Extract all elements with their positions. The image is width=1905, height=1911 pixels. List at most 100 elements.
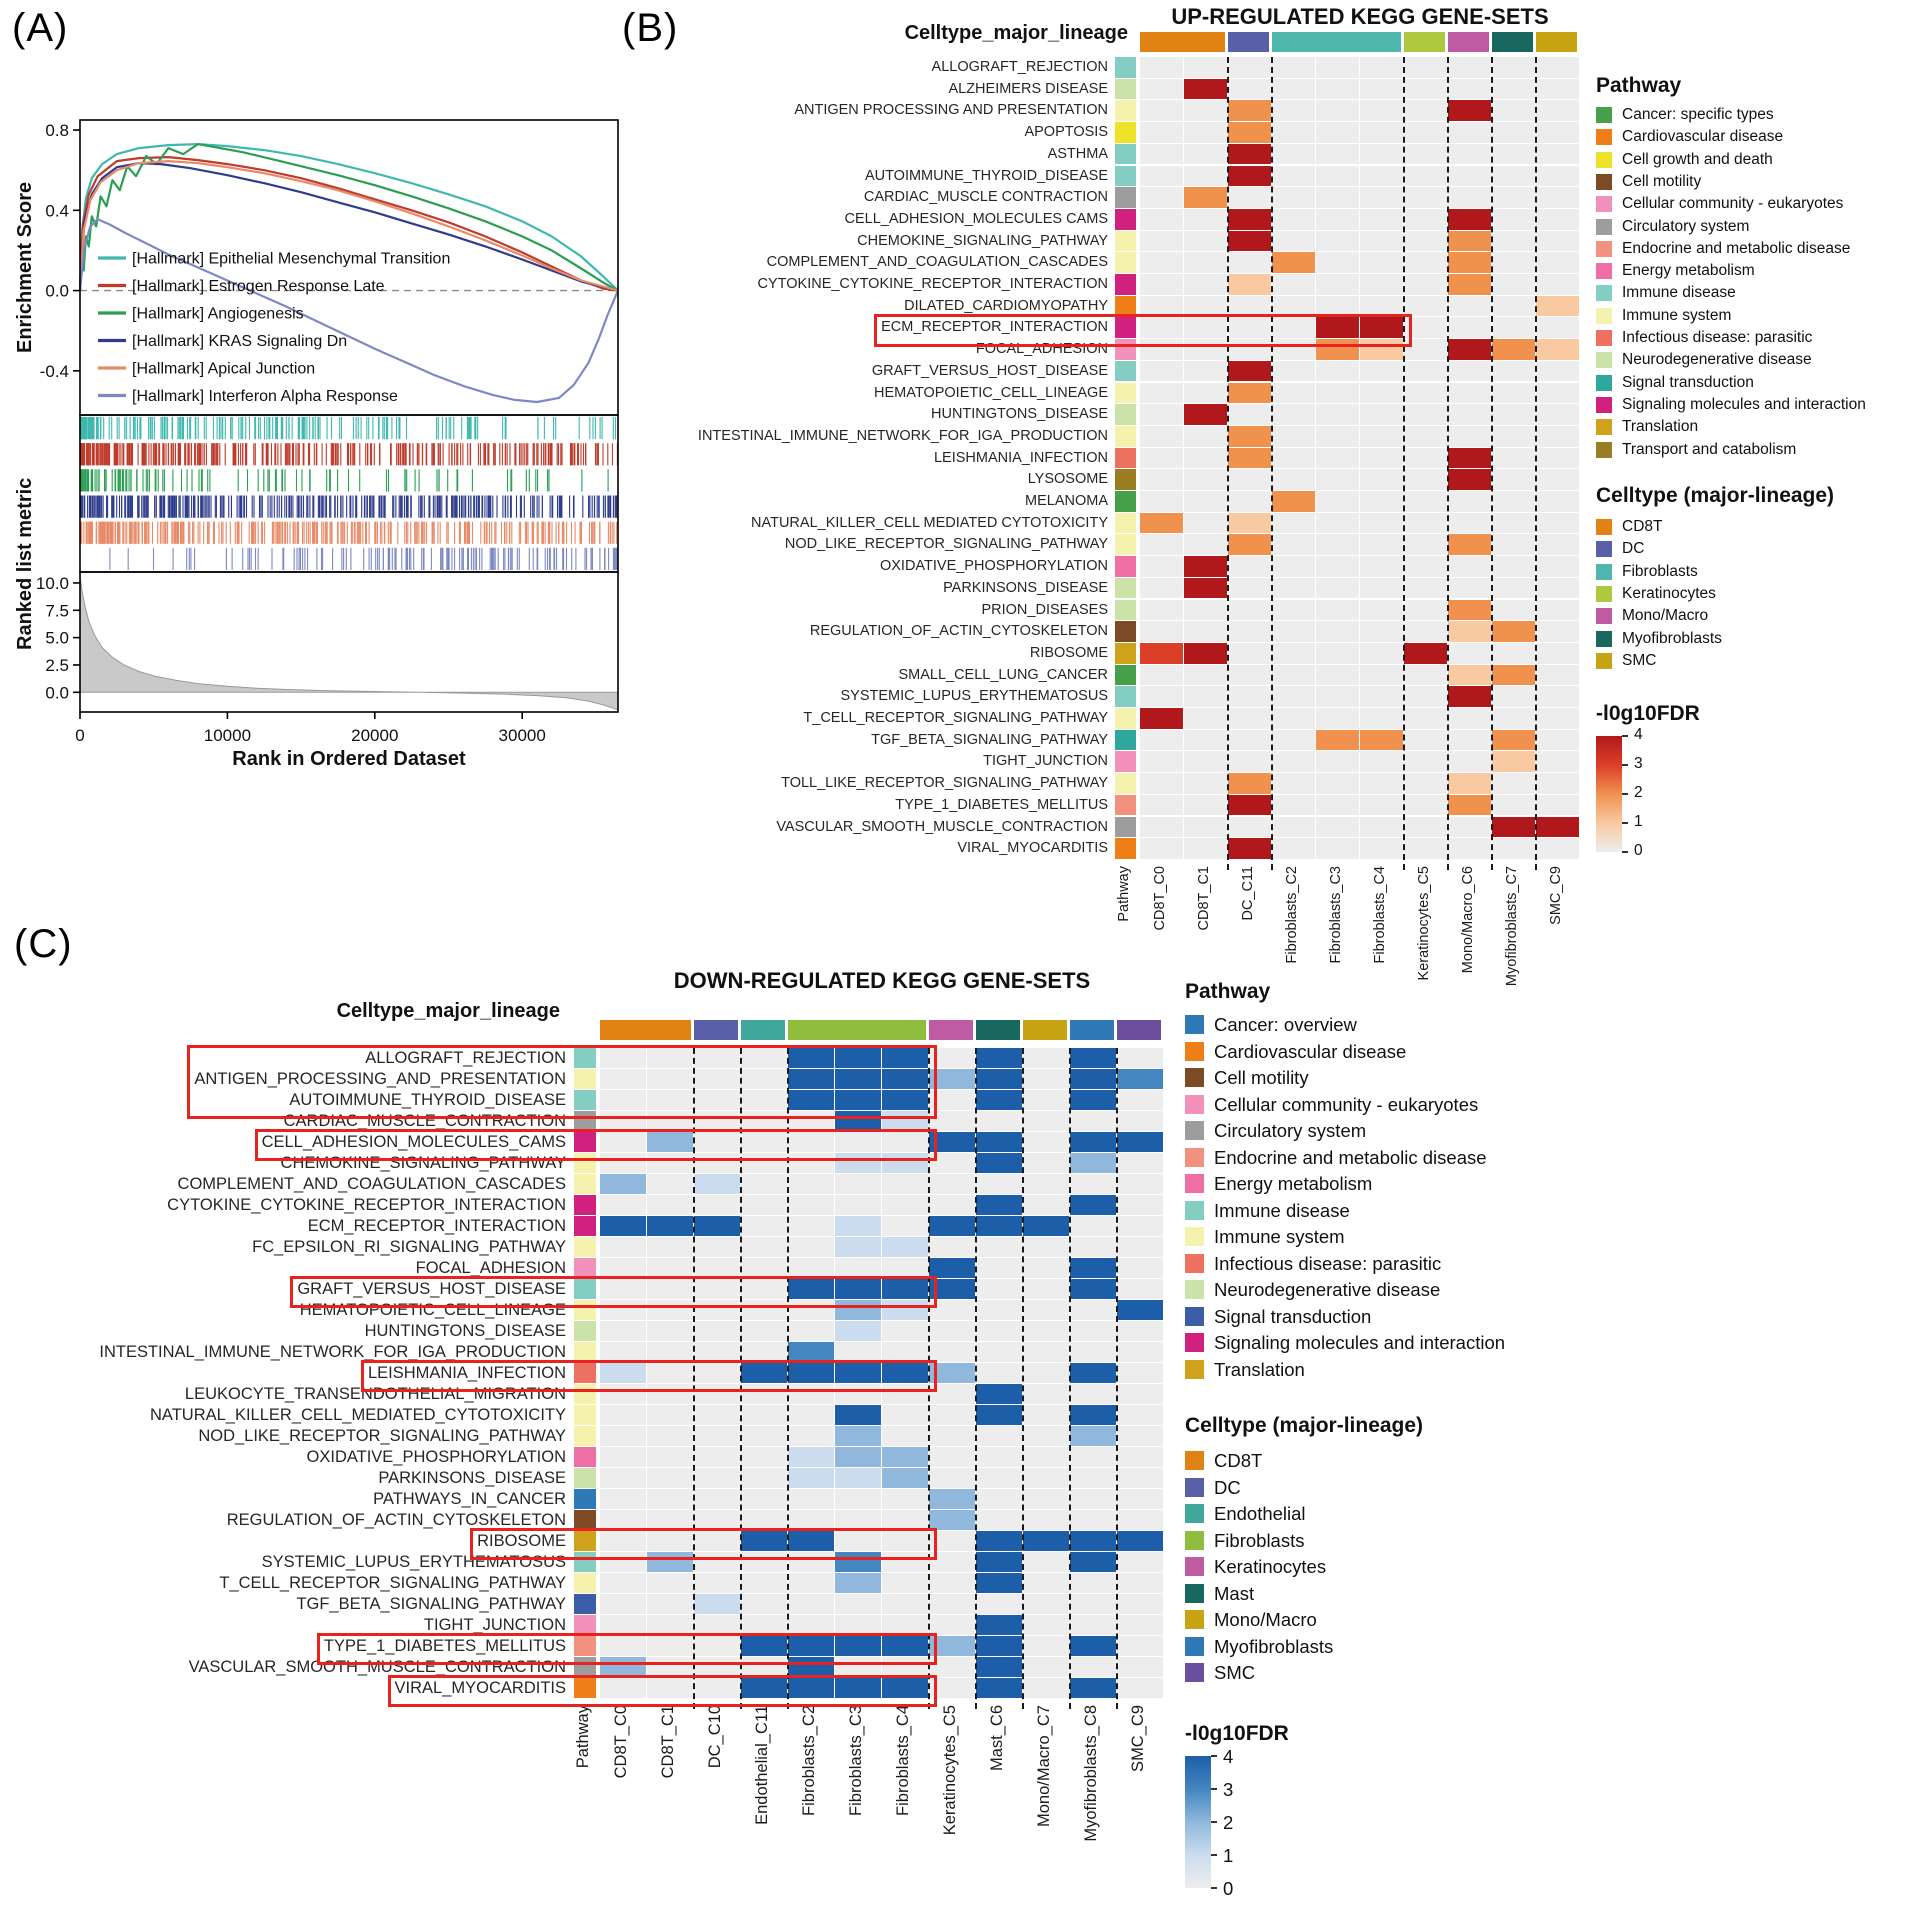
heatmap-cell [929, 1237, 975, 1257]
legend-label: Mast [1214, 1582, 1255, 1604]
heatmap-cell [1360, 382, 1403, 404]
heatmap-cell [1117, 1678, 1163, 1698]
heatmap-cell [1117, 1279, 1163, 1299]
row-label: OXIDATIVE_PHOSPHORYLATION [0, 556, 1108, 578]
heatmap-cell [1023, 1321, 1069, 1341]
fdr-gradient-bar [1596, 736, 1622, 852]
pathway-strip-cell [1115, 642, 1136, 664]
heatmap-cell [882, 1426, 928, 1446]
heatmap-cell [741, 1468, 787, 1488]
heatmap-cell [882, 1195, 928, 1215]
es-curve [78, 156, 619, 292]
heatmap-cell [1023, 1216, 1069, 1236]
heatmap-cell [1228, 599, 1271, 621]
heatmap-cell [741, 1174, 787, 1194]
heatmap-cell [694, 1132, 740, 1152]
highlight-box [874, 314, 1412, 348]
heatmap-cell [788, 1216, 834, 1236]
heatmap-cell [694, 1531, 740, 1551]
heatmap-cell [1492, 252, 1535, 273]
heatmap-cell [929, 1195, 975, 1215]
heatmap-cell [1272, 794, 1315, 816]
heatmap-cell [1360, 708, 1403, 729]
row-label: REGULATION_OF_ACTIN_CYTOSKELETON [0, 1510, 566, 1531]
heatmap-cell [1316, 122, 1359, 143]
heatmap-cell [882, 1678, 928, 1698]
heatmap-cell [1140, 621, 1183, 642]
pathway-strip-cell [574, 1174, 596, 1194]
heatmap-cell [1316, 534, 1359, 556]
heatmap-cell [1272, 208, 1315, 230]
heatmap-cell [835, 1678, 881, 1698]
legend-swatch [1185, 1068, 1204, 1087]
heatmap-cell [1184, 686, 1227, 707]
heatmap-cell [929, 1132, 975, 1152]
heatmap-cell [1140, 274, 1183, 295]
row-label: T_CELL_RECEPTOR_SIGNALING_PATHWAY [0, 708, 1108, 730]
heatmap-cell [1228, 729, 1271, 751]
heatmap-cell [741, 1090, 787, 1110]
es-curve [78, 218, 620, 404]
heatmap-cell [694, 1195, 740, 1215]
heatmap-cell [1070, 1426, 1116, 1446]
panel-c-label: (C) [14, 922, 73, 966]
heatmap-cell [600, 1174, 646, 1194]
group-separator [1022, 1048, 1024, 1709]
pathway-strip-cell [1115, 664, 1136, 686]
heatmap-cell [1184, 404, 1227, 425]
heatmap-cell [1360, 794, 1403, 816]
celltype-strip-block [1272, 32, 1401, 52]
heatmap-cell [1536, 642, 1579, 664]
heatmap-cell [929, 1363, 975, 1383]
heatmap-cell [1184, 122, 1227, 143]
heatmap-cell [647, 1405, 693, 1425]
row-label: PATHWAYS_IN_CANCER [0, 1489, 566, 1510]
heatmap-cell [1070, 1468, 1116, 1488]
heatmap-cell [976, 1216, 1022, 1236]
heatmap-cell [1140, 425, 1183, 447]
heatmap-cell [1404, 729, 1447, 751]
heatmap-cell [1023, 1300, 1069, 1320]
gsea-legend-label: [Hallmark] Interferon Alpha Response [132, 388, 398, 405]
heatmap-cell [647, 1678, 693, 1698]
heatmap-cell [694, 1636, 740, 1656]
row-label: ALLOGRAFT_REJECTION [0, 57, 1108, 79]
heatmap-cell [1448, 295, 1491, 317]
celltype-strip-block [1228, 32, 1269, 52]
row-label-text: SYSTEMIC_LUPUS_ERYTHEMATOSUS [840, 688, 1108, 705]
row-label: VASCULAR_SMOOTH_MUSCLE_CONTRACTION [0, 817, 1108, 839]
heatmap-cell [788, 1447, 834, 1467]
legend-label: DC [1214, 1476, 1241, 1498]
heatmap-cell [600, 1258, 646, 1278]
legend-swatch [1185, 1200, 1204, 1220]
heatmap-cell [1184, 317, 1227, 339]
heatmap-cell [788, 1489, 834, 1509]
heatmap-cell [1184, 295, 1227, 317]
heatmap-cell [1070, 1636, 1116, 1656]
column-label: Myofibroblasts_C8 [1082, 1705, 1101, 1842]
pathway-strip-cell [574, 1594, 596, 1614]
heatmap-cell [1404, 122, 1447, 143]
pathway-strip-cell [1115, 78, 1136, 100]
column-label: Fibroblasts_C4 [894, 1705, 913, 1816]
heatmap-cell [1316, 838, 1359, 859]
heatmap-cell [600, 1195, 646, 1215]
heatmap-cell [1536, 512, 1579, 534]
heatmap-cell [741, 1069, 787, 1089]
heatmap-cell [1448, 469, 1491, 490]
pathway-strip-cell [574, 1048, 596, 1068]
fdr-tick-label: 0 [1223, 1878, 1234, 1899]
row-label: ALZHEIMERS DISEASE [0, 79, 1108, 101]
heatmap-cell [1184, 577, 1227, 599]
fdr-tick-label: 3 [1223, 1779, 1234, 1800]
heatmap-cell [835, 1321, 881, 1341]
heatmap-cell [1140, 317, 1183, 339]
celltype-strip-block [1492, 32, 1533, 52]
heatmap-cell [929, 1090, 975, 1110]
heatmap-cell [929, 1447, 975, 1467]
heatmap-cell [1360, 534, 1403, 556]
heatmap-cell [788, 1195, 834, 1215]
heatmap-cell [835, 1342, 881, 1362]
row-label-text: ANTIGEN PROCESSING AND PRESENTATION [794, 102, 1108, 119]
heatmap-cell [1448, 512, 1491, 534]
